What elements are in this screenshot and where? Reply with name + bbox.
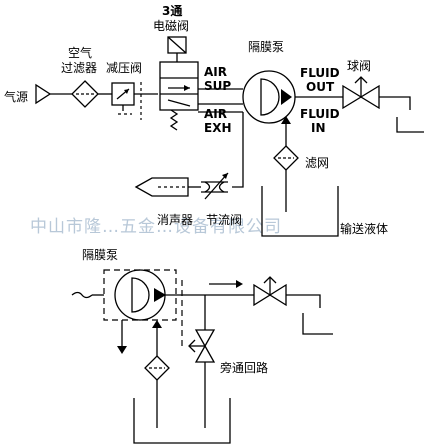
air-source-icon (35, 83, 52, 105)
air-filter-label-1: 空气 (68, 45, 92, 60)
solenoid-label-2: 电磁阀 (153, 18, 189, 33)
top-diaphragm-pump-icon (242, 70, 296, 124)
top-pump-label: 隔膜泵 (248, 40, 284, 54)
air-filter-icon (71, 80, 99, 108)
bottom-liquid-tank (133, 398, 231, 444)
inlet-arrow-icon (281, 116, 291, 124)
reducer-label: 减压阀 (106, 61, 142, 75)
liquid-label: 输送液体 (340, 221, 388, 236)
solenoid-label-1: 3通 (162, 3, 182, 18)
silencer-label: 消声器 (157, 213, 193, 227)
fluid-out-label-2: OUT (306, 80, 335, 94)
discharge-vessel (396, 117, 424, 133)
pressure-reducer-icon (111, 82, 135, 115)
strainer-icon (273, 145, 299, 171)
flow-arrow-icon (236, 280, 243, 288)
bottom-inlet-arrow-icon (152, 320, 162, 328)
air-source-label: 气源 (4, 89, 28, 104)
bottom-discharge-vessel (302, 313, 333, 335)
ball-valve-label: 球阀 (347, 59, 371, 73)
fluid-in-label-1: FLUID (300, 107, 340, 121)
liquid-tank (261, 186, 339, 237)
bypass-label: 旁通回路 (220, 360, 268, 375)
throttle-valve-icon (201, 172, 229, 200)
exhaust-arrow-icon (117, 346, 127, 354)
fluid-in-label-2: IN (311, 121, 326, 135)
bypass-valve-icon (188, 329, 216, 363)
air-sup-label-2: SUP (204, 79, 231, 93)
line-outlet-pipe (379, 96, 411, 110)
silencer-icon (134, 177, 189, 197)
ball-valve-icon (342, 76, 380, 110)
solenoid-valve-icon (159, 36, 199, 131)
throttle-label: 节流阀 (206, 213, 242, 227)
bottom-strainer-icon (144, 355, 170, 381)
air-exh-label-2: EXH (204, 121, 232, 135)
fluid-out-label-1: FLUID (300, 66, 340, 80)
line-exhaust-down (232, 112, 244, 188)
bottom-pump-label: 隔膜泵 (82, 248, 118, 262)
air-filter-label-2: 过滤器 (61, 61, 97, 75)
line-bottom-discharge (286, 294, 321, 308)
bottom-diaphragm-pump-icon (114, 269, 166, 321)
bottom-ball-valve-icon (253, 276, 287, 307)
air-line-icon (71, 291, 93, 299)
strainer-label: 滤网 (305, 156, 329, 170)
air-exh-label-1: AIR (204, 107, 227, 121)
air-sup-label-1: AIR (204, 65, 227, 79)
watermark: 中山市隆…五金…设备有限公司 (30, 217, 282, 237)
